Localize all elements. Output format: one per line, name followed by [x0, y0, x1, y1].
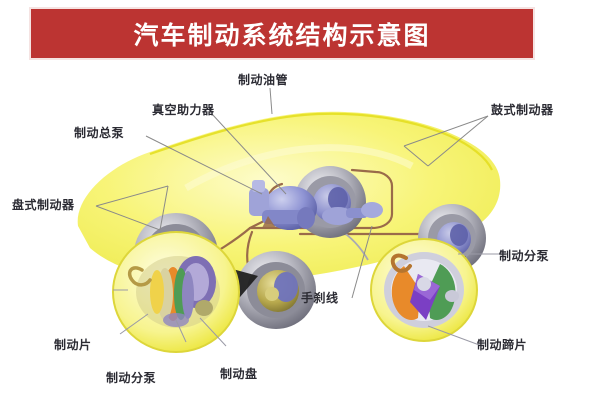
- label-disc-brake: 盘式制动器: [12, 198, 75, 212]
- label-brake-shoe: 制动蹄片: [477, 338, 528, 352]
- title-banner: 汽车制动系统结构示意图: [31, 9, 533, 58]
- diagram-canvas: 制动油管 真空助力器 鼓式制动器 制动总泵 盘式制动器 制动分泵 手刹线 制动蹄…: [0, 58, 600, 400]
- label-vacuum-booster: 真空助力器: [152, 103, 215, 117]
- label-brake-disc: 制动盘: [220, 367, 258, 381]
- leader-master-cylinder: [145, 135, 263, 195]
- leader-disc-brake-c: [159, 185, 169, 231]
- label-brake-oil-pipe: 制动油管: [238, 73, 289, 87]
- drum-brake-cutaway-art: [384, 252, 464, 328]
- leader-vacuum-booster: [211, 113, 287, 195]
- label-handbrake-cable: 手刹线: [301, 291, 339, 305]
- leader-disc-brake-a: [95, 185, 169, 207]
- label-leader-lines: [95, 87, 489, 299]
- wheel-rear-left: [236, 251, 316, 329]
- leader-drum-brake-a: [403, 115, 489, 147]
- leader-drum-brake-c: [403, 145, 429, 167]
- label-wheel-cylinder-left: 制动分泵: [106, 371, 157, 385]
- leader-drum-brake-b: [427, 115, 489, 167]
- label-drum-brake: 鼓式制动器: [491, 103, 554, 117]
- drum-brake-detail-callout: [370, 238, 500, 347]
- vacuum-booster-assembly: [249, 180, 383, 230]
- brake-system-illustration: [77, 87, 501, 353]
- disc-brake-detail-callout: [112, 231, 258, 353]
- label-master-cylinder: 制动总泵: [74, 126, 125, 140]
- leader-disc-brake-b: [95, 205, 161, 231]
- disc-brake-detail-leaders: [113, 289, 227, 347]
- drum-brake-detail-leaders: [427, 253, 500, 347]
- label-wheel-cylinder-right: 制动分泵: [499, 249, 550, 263]
- leader-handbrake-cable: [351, 225, 373, 299]
- disc-brake-cutaway-art: [127, 256, 220, 328]
- page-title: 汽车制动系统结构示意图: [133, 20, 431, 50]
- leader-brake-oil-pipe: [269, 87, 273, 115]
- label-brake-pad: 制动片: [54, 338, 92, 352]
